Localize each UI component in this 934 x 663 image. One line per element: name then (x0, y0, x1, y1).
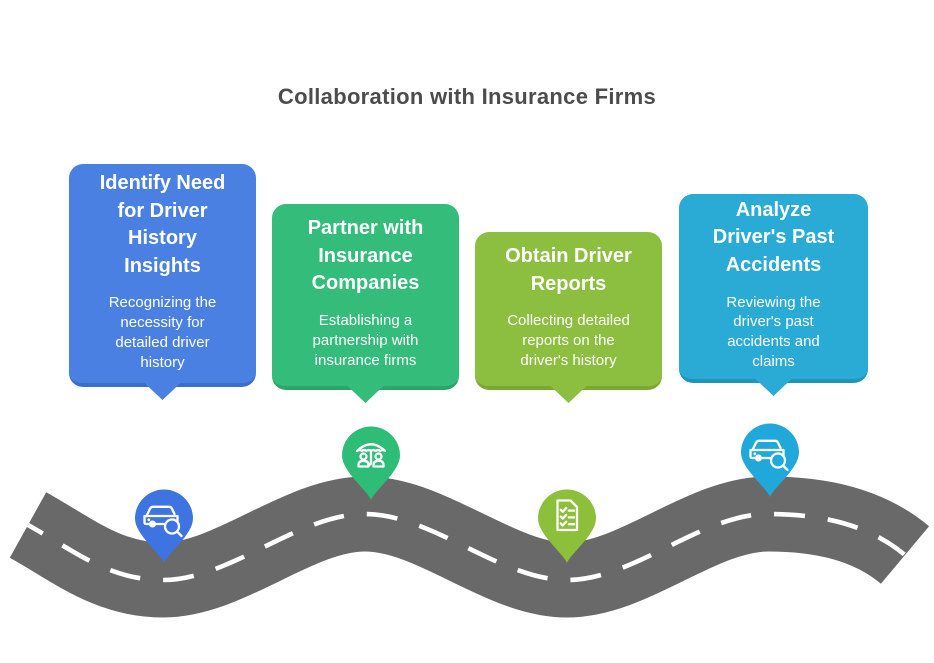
pin-marker-3 (538, 489, 596, 563)
page-title: Collaboration with Insurance Firms (277, 84, 657, 109)
step-4-title: Analyze Driver's Past Accidents (712, 198, 835, 276)
step-1-description: Recognizing the necessity for detailed d… (108, 294, 217, 372)
pin-shape (538, 489, 596, 563)
checklist-icon (556, 499, 579, 532)
step-2-title: Partner with Insurance Companies (307, 217, 424, 295)
step-card-3: Obtain Driver Reports Collecting detaile… (475, 232, 662, 403)
step-2-description: Establishing a partnership with insuranc… (312, 311, 419, 369)
step-card-1: Identify Need for Driver History Insight… (69, 164, 256, 400)
car-search-icon (749, 439, 789, 472)
pin-marker-4 (741, 423, 799, 497)
step-3-description: Collecting detailed reports on the drive… (507, 312, 630, 370)
step-1-title: Identify Need for Driver History Insight… (99, 171, 226, 277)
step-3-title: Obtain Driver Reports (505, 245, 632, 295)
umbrella-people-icon (355, 443, 387, 468)
step-card-4: Analyze Driver's Past Accidents Reviewin… (679, 194, 868, 396)
step-card-2: Partner with Insurance Companies Establi… (272, 204, 459, 403)
road-band (9, 476, 930, 618)
pin-marker-1 (135, 489, 193, 563)
step-4-description: Reviewing the driver's past accidents an… (726, 293, 821, 371)
pin-marker-2 (342, 426, 400, 500)
car-search-icon (143, 505, 183, 538)
